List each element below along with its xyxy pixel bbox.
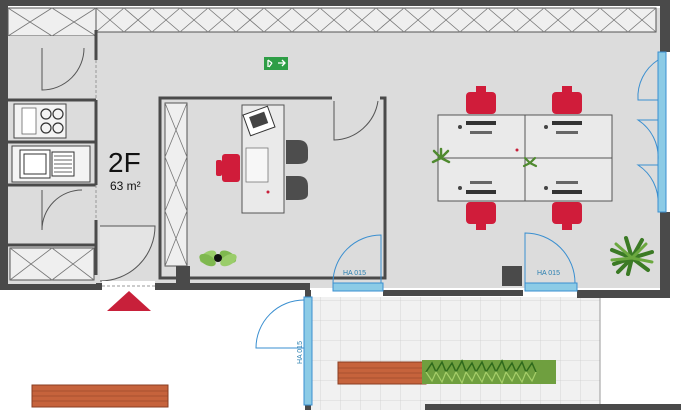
floor-label: 2F — [108, 147, 141, 178]
plant-small-2 — [522, 156, 538, 168]
desk-chairs — [466, 86, 582, 230]
planter — [422, 359, 556, 385]
terrace — [305, 297, 600, 410]
right-window — [636, 51, 667, 213]
glass-doors — [255, 232, 578, 406]
plant-corner — [610, 236, 654, 276]
workstation-desks — [437, 114, 613, 202]
plant-small-1 — [431, 147, 451, 164]
door-tag-vertical: HA 015 — [297, 341, 304, 364]
door-tag-right: HA 015 — [537, 270, 560, 277]
plant-icon — [199, 250, 237, 267]
meeting-chairs — [286, 140, 308, 200]
stove-icon — [13, 103, 67, 139]
exit-sign-icon — [264, 57, 288, 70]
sink-icon — [11, 145, 91, 183]
laptop-icon — [242, 105, 276, 137]
office-chair-icon — [216, 154, 240, 182]
door-tag-left: HA 015 — [343, 270, 366, 277]
ceiling-truss — [7, 7, 657, 37]
entrance-arrow-icon — [107, 291, 151, 311]
floor-area: 63 m² — [110, 179, 141, 193]
